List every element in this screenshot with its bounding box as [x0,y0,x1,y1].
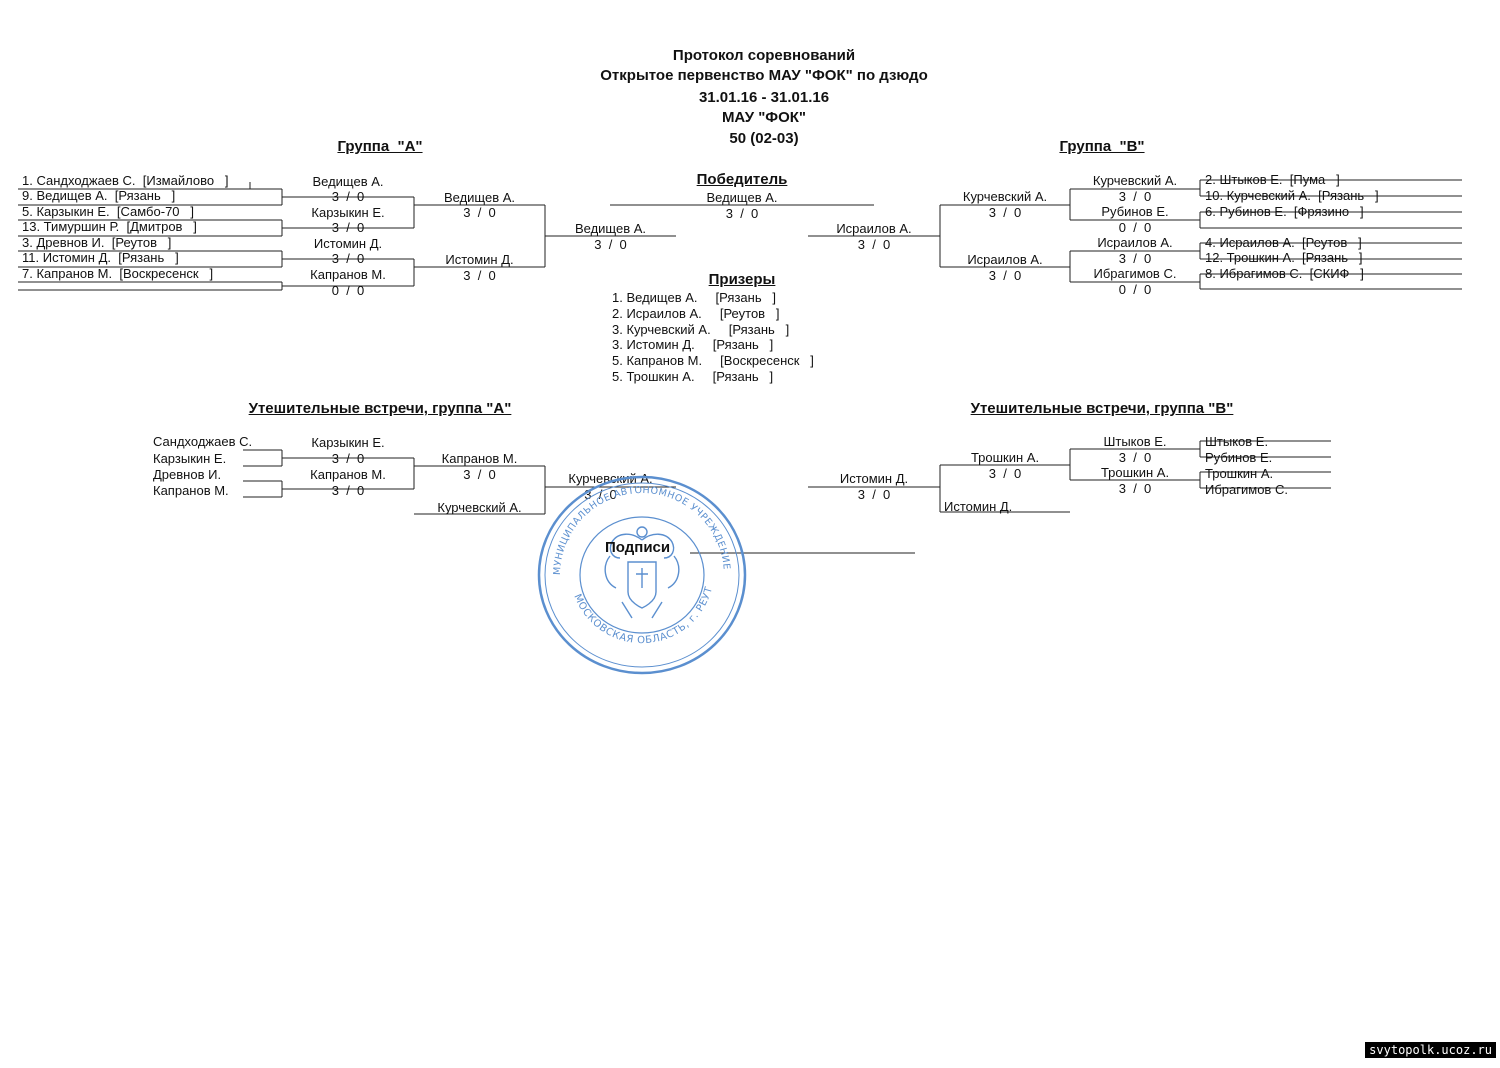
group-a-entrant: 1. Сандходжаев С. [Измайлово ] [22,173,229,188]
consolation-b-entrant: Штыков Е. [1205,434,1269,449]
group-b-final-score: 3 / 0 [857,237,891,252]
group-a-entrant: 5. Карзыкин Е. [Самбо-70 ] [22,204,194,219]
prize-item: 3. Курчевский А. [Рязань ] [612,322,790,337]
official-stamp: МУНИЦИПАЛЬНОЕ АВТОНОМНОЕ УЧРЕЖДЕНИЕ «ФИЗ… [532,470,747,675]
prizes-title: Призеры [708,271,776,288]
group-b-r1-winner: Рубинов Е. [1101,204,1169,219]
group-b-r1-winner: Ибрагимов С. [1093,266,1177,281]
group-a-r1-score: 3 / 0 [331,220,365,235]
group-b-entrant: 12. Трошкин А. [Рязань ] [1205,250,1363,265]
eagle-emblem-icon [604,526,680,619]
group-a-r1-score: 0 / 0 [331,283,365,298]
consolation-b-title: Утешительные встречи, группа "В" [970,400,1234,417]
group-b-final-winner: Исраилов А. [836,221,912,236]
group-a-final-winner: Ведищев А. [574,221,647,236]
group-b-entrant: 2. Штыков Е. [Пума ] [1205,172,1340,187]
consolation-a-entrant: Древнов И. [153,467,222,482]
group-a-entrant: 3. Древнов И. [Реутов ] [22,235,172,250]
group-a-r1-winner: Карзыкин Е. [311,205,385,220]
group-a-r1-winner: Истомин Д. [313,236,383,251]
consolation-b-r1-score: 3 / 0 [1118,481,1152,496]
group-b-r1-score: 0 / 0 [1118,282,1152,297]
consolation-a-r1-score: 3 / 0 [331,451,365,466]
protocol-title: Протокол соревнований [672,47,856,64]
group-b-r2-winner: Курчевский А. [962,189,1048,204]
group-b-r1-score: 3 / 0 [1118,189,1152,204]
group-b-entrant: 10. Курчевский А. [Рязань ] [1205,188,1379,203]
group-b-title: Группа "В" [1059,138,1145,155]
consolation-b-r1-score: 3 / 0 [1118,450,1152,465]
group-a-r2-winner: Истомин Д. [445,252,514,267]
winner-score: 3 / 0 [725,206,759,221]
consolation-a-r1-winner: Капранов М. [310,467,386,482]
prize-item: 2. Исраилов А. [Реутов ] [612,306,780,321]
site-watermark: svytopolk.ucoz.ru [1365,1042,1496,1058]
group-b-r1-score: 0 / 0 [1118,220,1152,235]
prize-item: 1. Ведищев А. [Рязань ] [612,290,777,305]
consolation-b-r2-score: 3 / 0 [988,466,1022,481]
group-b-entrant: 8. Ибрагимов С. [СКИФ ] [1205,266,1364,281]
group-a-entrant: 11. Истомин Д. [Рязань ] [22,250,179,265]
consolation-a-final-score: 3 / 0 [584,487,617,502]
group-a-title: Группа "А" [337,138,423,155]
signatures-label: Подписи [605,539,671,556]
group-b-entrant: 4. Исраилов А. [Реутов ] [1205,235,1362,250]
consolation-b-r1-winner: Трошкин А. [1100,465,1170,480]
consolation-a-entrant: Сандходжаев С. [153,434,253,449]
weight-category: 50 (02-03) [729,130,799,147]
group-a-r1-score: 3 / 0 [331,251,365,266]
prize-item: 5. Капранов М. [Воскресенск ] [612,353,814,368]
consolation-b-entrant: Ибрагимов С. [1205,482,1288,497]
group-a-r1-score: 3 / 0 [331,189,365,204]
group-b-r1-winner: Исраилов А. [1097,235,1173,250]
prize-item: 5. Трошкин А. [Рязань ] [612,369,774,384]
consolation-a-r1-score: 3 / 0 [331,483,365,498]
group-b-entrant: 6. Рубинов Е. [Фрязино ] [1205,204,1364,219]
winner-title: Победитель [696,171,788,188]
consolation-a-r1-winner: Карзыкин Е. [311,435,385,450]
consolation-a-r2-winner: Капранов М. [441,451,518,466]
group-b-r1-winner: Курчевский А. [1092,173,1178,188]
winner-name: Ведищев А. [706,190,778,205]
consolation-b-r2-winner: Трошкин А. [970,450,1040,465]
group-a-r2-score: 3 / 0 [463,205,496,220]
consolation-a-opponent: Курчевский А. [437,500,522,515]
group-a-r1-winner: Ведищев А. [312,174,384,189]
group-b-r2-score: 3 / 0 [988,205,1022,220]
consolation-b-final-score: 3 / 0 [857,487,891,502]
group-b-r1-score: 3 / 0 [1118,251,1152,266]
group-b-r2-winner: Исраилов А. [967,252,1043,267]
venue: МАУ "ФОК" [721,109,807,126]
group-a-entrant: 13. Тимуршин Р. [Дмитров ] [22,219,197,234]
group-a-r2-winner: Ведищев А. [443,190,516,205]
consolation-b-final-winner: Истомин Д. [839,471,909,486]
consolation-a-title: Утешительные встречи, группа "А" [248,400,512,417]
consolation-a-entrant: Капранов М. [153,483,229,498]
competition-dates: 31.01.16 - 31.01.16 [698,89,830,106]
group-a-final-score: 3 / 0 [594,237,627,252]
consolation-a-entrant: Карзыкин Е. [153,451,227,466]
group-b-r2-score: 3 / 0 [988,268,1022,283]
group-a-entrant: 7. Капранов М. [Воскресенск ] [22,266,214,281]
group-a-r1-winner: Капранов М. [310,267,386,282]
consolation-b-entrant: Рубинов Е. [1205,450,1273,465]
consolation-b-r1-winner: Штыков Е. [1103,434,1167,449]
consolation-a-final-winner: Курчевский А. [568,471,653,486]
competition-name: Открытое первенство МАУ "ФОК" по дзюдо [600,67,928,84]
prize-item: 3. Истомин Д. [Рязань ] [612,337,774,352]
consolation-b-opponent: Истомин Д. [944,499,1013,514]
group-a-entrant: 9. Ведищев А. [Рязань ] [22,188,176,203]
consolation-b-entrant: Трошкин А. [1205,466,1274,481]
group-a-r2-score: 3 / 0 [463,268,496,283]
consolation-a-r2-score: 3 / 0 [463,467,496,482]
